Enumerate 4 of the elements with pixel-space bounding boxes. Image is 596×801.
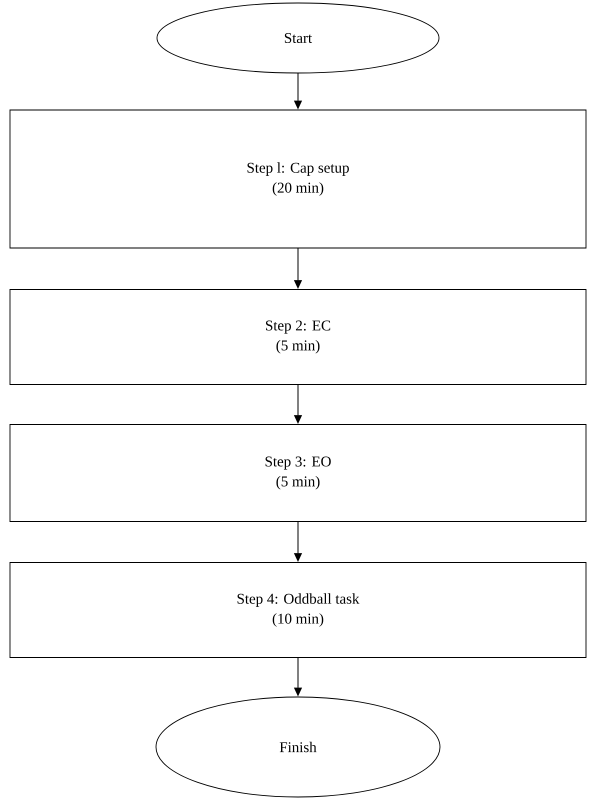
process-box: Step l: Cap setup (20 min)	[10, 110, 586, 248]
process-box: Step 4: Oddball task (10 min)	[10, 562, 586, 658]
process-box: Step 3: EO (5 min)	[10, 424, 586, 522]
process-box: Step 2: EC (5 min)	[10, 289, 586, 385]
